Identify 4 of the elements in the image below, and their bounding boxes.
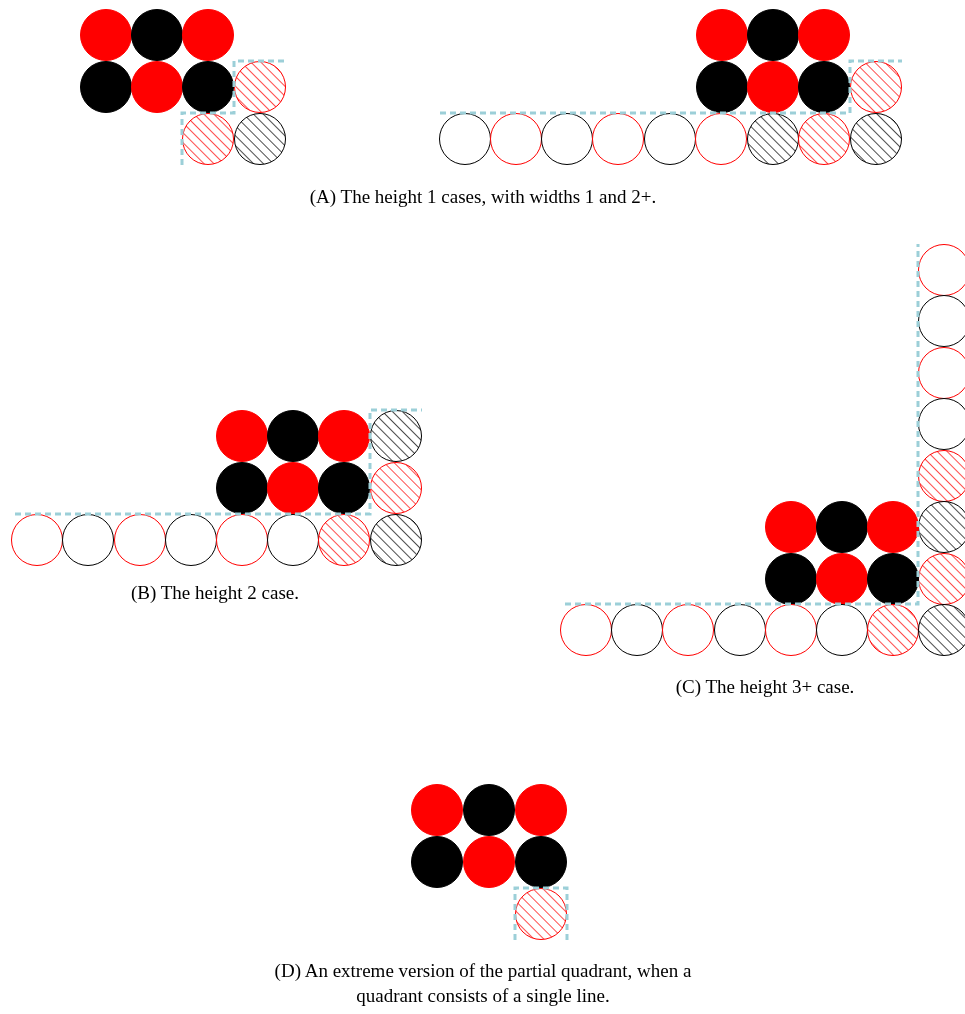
figure-caption: (C) The height 3+ case. — [675, 675, 855, 699]
figure-caption: (A) The height 1 cases, with widths 1 and 2+. — [309, 185, 657, 209]
figure-caption: (B) The height 2 case. — [131, 581, 299, 605]
figure-caption: (D) An extreme version of the partial quadrant, when a quadrant consists of a single line. — [273, 959, 693, 1008]
